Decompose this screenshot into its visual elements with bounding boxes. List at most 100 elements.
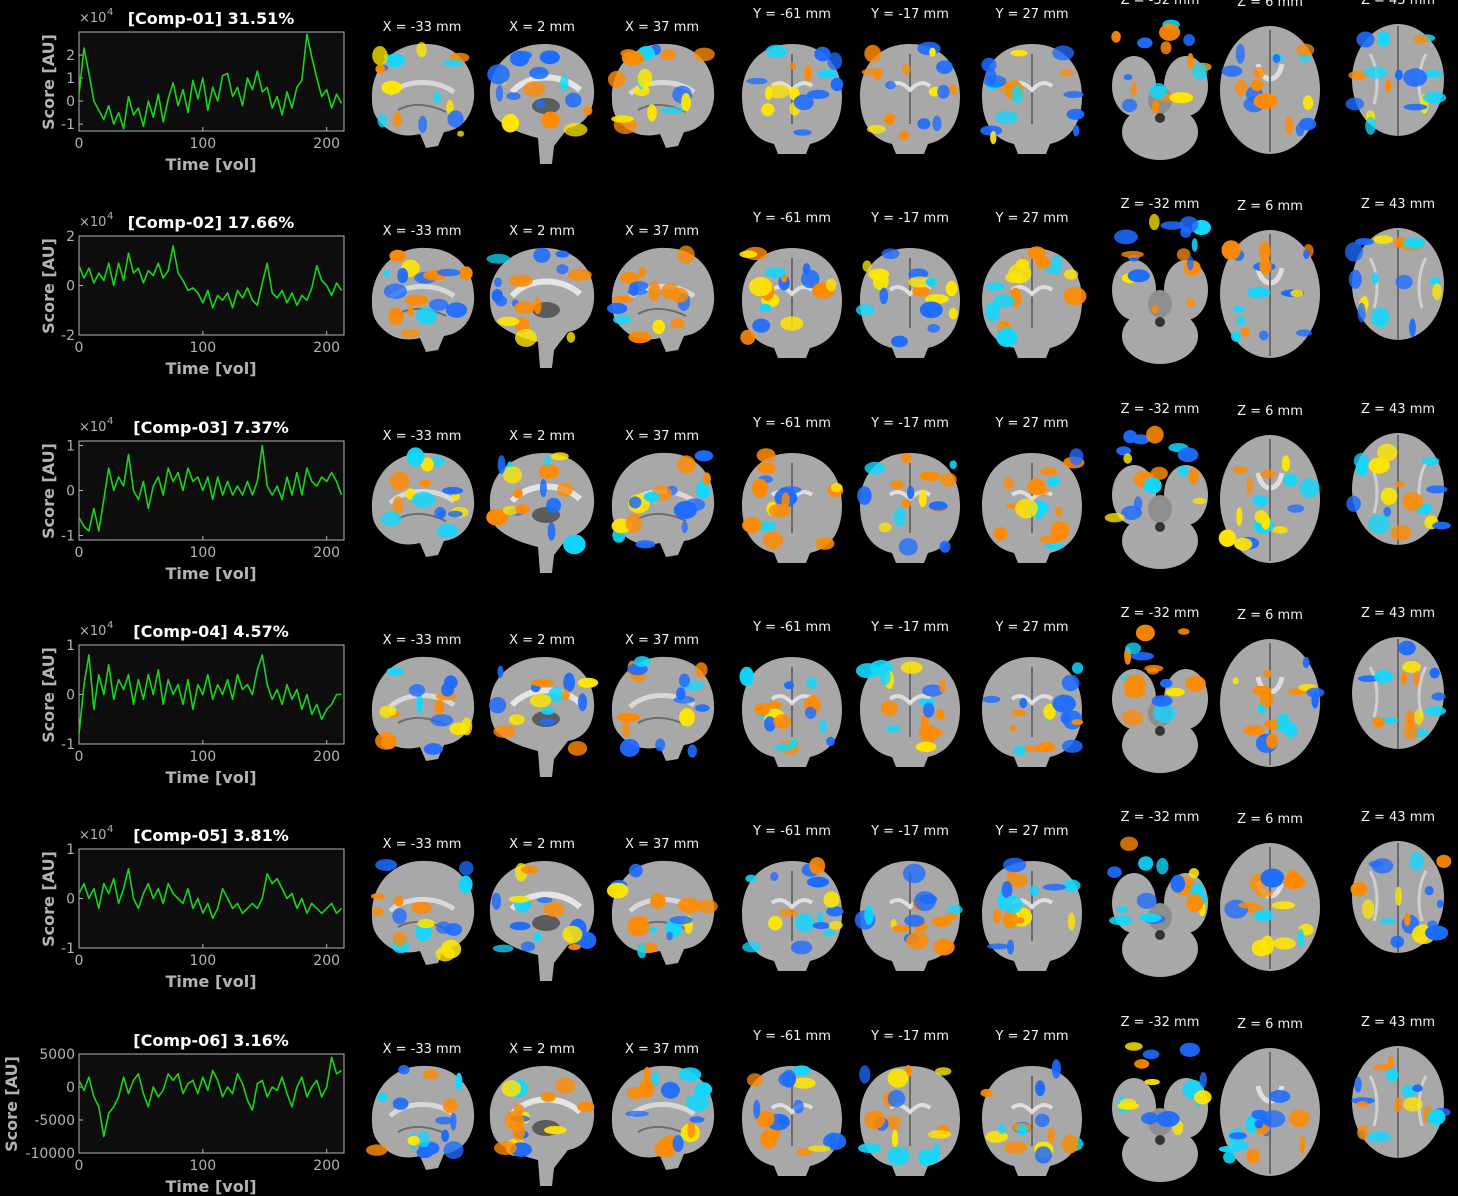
slice-coordinate-label: Z = -32 mm xyxy=(1120,1014,1200,1030)
y-axis-label: Score [AU] xyxy=(39,851,58,947)
slice-coordinate-label: Y = 27 mm xyxy=(995,211,1069,227)
score-trace xyxy=(78,33,343,130)
brain-slice: X = 37 mm xyxy=(604,613,720,803)
y-tick-label: -1 xyxy=(61,737,75,753)
score-trace xyxy=(78,245,343,309)
slice-coordinate-label: X = 2 mm xyxy=(509,428,575,444)
y-tick-label: 0 xyxy=(66,687,75,703)
plot-title: [Comp-05] 3.81% xyxy=(133,826,288,845)
slice-coordinate-label: Y = -61 mm xyxy=(753,415,831,431)
slice-coordinate-label: Y = 27 mm xyxy=(995,7,1069,22)
x-tick-label: 100 xyxy=(189,136,216,152)
y-axis-label: Score [AU] xyxy=(39,443,58,539)
brain-slice: X = 37 mm xyxy=(604,204,720,394)
brain-slice: X = -33 mm xyxy=(364,817,480,1007)
slice-coordinate-label: Y = -17 mm xyxy=(871,7,949,22)
plot-title: [Comp-01] 31.51% xyxy=(128,9,295,28)
y-tick-label: 0 xyxy=(66,94,75,110)
brain-slice: Y = -17 mm xyxy=(852,409,968,599)
brain-image xyxy=(982,447,1085,563)
brain-image xyxy=(742,44,844,154)
slice-coordinate-label: Z = 43 mm xyxy=(1360,197,1436,213)
x-axis-label: Time [vol] xyxy=(165,359,256,378)
brain-slice: Y = 27 mm xyxy=(974,0,1090,190)
brain-slice: Z = -32 mm xyxy=(1102,197,1218,394)
brain-image xyxy=(489,656,599,777)
brain-slice: X = 37 mm xyxy=(604,817,720,1007)
brain-image xyxy=(489,1065,595,1186)
slice-coordinate-label: Y = 27 mm xyxy=(995,1028,1069,1044)
brain-image xyxy=(487,44,595,164)
x-tick-label: 200 xyxy=(313,545,340,561)
brain-image xyxy=(1218,434,1320,563)
brain-slice: Y = 27 mm xyxy=(974,204,1090,394)
plot-area xyxy=(78,1053,345,1153)
slice-coordinate-label: X = 37 mm xyxy=(624,224,700,240)
brain-slice: Z = 6 mm xyxy=(1212,1017,1328,1196)
slice-coordinate-label: X = 2 mm xyxy=(509,632,575,648)
y-tick-label: 1 xyxy=(66,438,75,454)
slice-coordinate-label: Z = 6 mm xyxy=(1237,812,1303,828)
brain-slice: Y = -17 mm xyxy=(852,0,968,190)
slice-coordinate-label: Z = -32 mm xyxy=(1120,605,1200,621)
brain-slice: X = -33 mm xyxy=(364,204,480,394)
y-tick-label: 1 xyxy=(66,71,75,87)
brain-image xyxy=(370,859,475,966)
x-tick-label: 200 xyxy=(313,136,340,152)
slice-coordinate-label: X = -33 mm xyxy=(382,837,462,853)
slice-coordinate-label: Y = -17 mm xyxy=(871,619,949,635)
slice-coordinate-label: X = -33 mm xyxy=(382,632,462,648)
brain-image xyxy=(742,1064,847,1176)
slice-coordinate-label: X = -33 mm xyxy=(382,428,462,444)
brain-image xyxy=(1112,214,1211,365)
brain-slice: Z = 43 mm xyxy=(1340,0,1456,190)
brain-image xyxy=(1111,19,1212,160)
slice-coordinate-label: X = 37 mm xyxy=(624,428,700,444)
brain-image xyxy=(860,41,960,154)
brain-slice: Z = 43 mm xyxy=(1340,197,1456,394)
x-axis-label: Time [vol] xyxy=(165,768,256,787)
y-axis-label: Score [AU] xyxy=(39,238,58,334)
axis-exponent-power: 4 xyxy=(107,211,113,222)
brain-image xyxy=(980,44,1085,154)
slice-coordinate-label: Z = -32 mm xyxy=(1120,0,1200,8)
brain-image xyxy=(742,857,844,972)
slice-coordinate-label: Z = 43 mm xyxy=(1360,810,1436,826)
score-trace xyxy=(78,1055,342,1137)
x-tick-label: 200 xyxy=(313,953,340,969)
x-tick-label: 0 xyxy=(75,1158,84,1174)
y-tick-label: 1 xyxy=(66,638,75,654)
axis-exponent: ×10 xyxy=(79,828,106,843)
brain-slice: Y = -61 mm xyxy=(734,613,850,803)
slice-coordinate-label: Y = 27 mm xyxy=(995,415,1069,431)
brain-slice: Z = 43 mm xyxy=(1340,402,1456,599)
axis-exponent: ×10 xyxy=(79,215,106,230)
score-trace xyxy=(78,653,342,735)
slice-coordinate-label: Z = -32 mm xyxy=(1120,810,1200,826)
x-axis-label: Time [vol] xyxy=(165,972,256,991)
brain-image xyxy=(486,247,595,369)
brain-image xyxy=(980,1058,1084,1176)
brain-slice: Z = 6 mm xyxy=(1212,608,1328,803)
brain-image xyxy=(982,246,1087,359)
brain-image xyxy=(1220,638,1325,767)
brain-image xyxy=(371,42,475,149)
slice-coordinate-label: X = 2 mm xyxy=(509,837,575,853)
slice-coordinate-label: Y = 27 mm xyxy=(995,824,1069,840)
plot-title: [Comp-04] 4.57% xyxy=(133,622,288,641)
slice-coordinate-label: Z = 6 mm xyxy=(1237,199,1303,215)
brain-image xyxy=(982,656,1084,767)
slice-coordinate-label: X = 37 mm xyxy=(624,632,700,648)
slice-coordinate-label: Z = -32 mm xyxy=(1120,401,1200,417)
slice-coordinate-label: Z = 43 mm xyxy=(1360,1014,1436,1030)
slice-coordinate-label: Y = -17 mm xyxy=(871,211,949,227)
brain-image xyxy=(607,245,715,353)
brain-image xyxy=(854,861,963,972)
brain-image xyxy=(1112,624,1208,773)
brain-image xyxy=(857,452,960,563)
